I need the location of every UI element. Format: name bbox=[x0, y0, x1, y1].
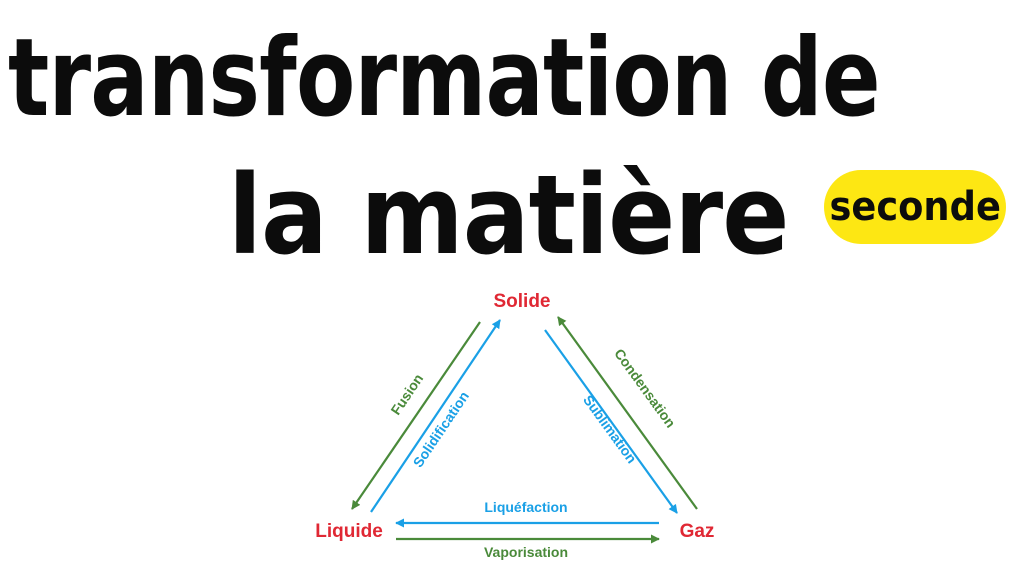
level-badge: seconde bbox=[824, 170, 1006, 244]
sublimation-arrow bbox=[544, 329, 678, 514]
state-liquid: Liquide bbox=[315, 521, 383, 542]
condensation-arrow bbox=[557, 316, 698, 510]
label-liquefaction: Liquéfaction bbox=[484, 499, 567, 515]
title-line-1: transformation de bbox=[8, 16, 881, 141]
label-sublimation: Sublimation bbox=[580, 392, 640, 466]
state-solid: Solide bbox=[493, 291, 550, 312]
solidification-arrow bbox=[370, 319, 501, 513]
state-gas: Gaz bbox=[680, 521, 715, 542]
label-condensation: Condensation bbox=[611, 346, 679, 431]
label-solidification: Solidification bbox=[410, 388, 472, 470]
fusion-arrow bbox=[351, 321, 481, 510]
label-vaporisation: Vaporisation bbox=[484, 544, 568, 560]
level-badge-label: seconde bbox=[829, 184, 1001, 230]
title-line-2: la matière bbox=[228, 151, 789, 279]
